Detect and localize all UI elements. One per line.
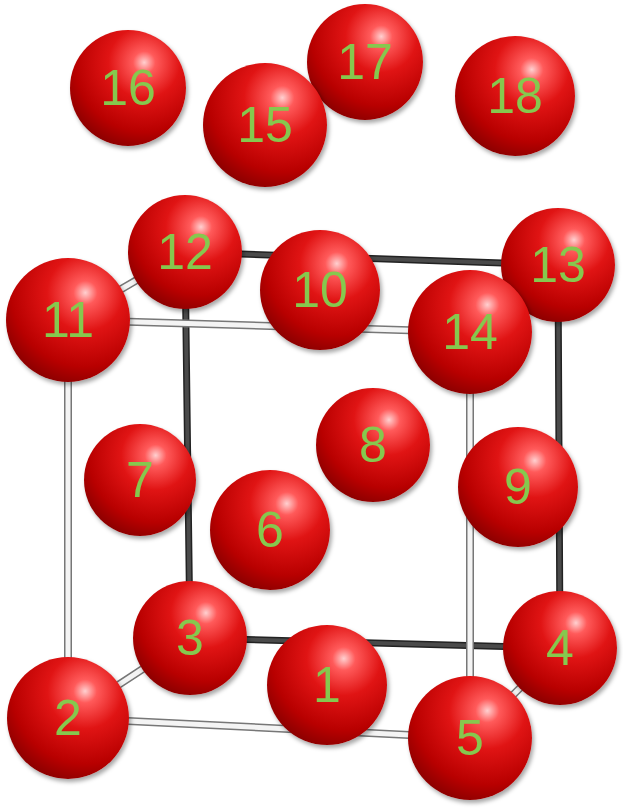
atom-number: 15	[237, 100, 293, 150]
atom-number: 9	[504, 462, 532, 512]
atom-number: 6	[256, 505, 284, 555]
edge-outline	[186, 308, 190, 582]
atom-number: 18	[487, 71, 543, 121]
atom-number: 1	[313, 660, 341, 710]
atom-number: 10	[292, 265, 348, 315]
atom-sphere: 9	[458, 427, 578, 547]
atom-sphere: 12	[128, 195, 242, 309]
atom-sphere: 1	[267, 625, 387, 745]
atom-number: 17	[337, 37, 393, 87]
atom-sphere: 18	[455, 36, 575, 156]
edge-core	[468, 393, 473, 677]
atom-number: 12	[157, 227, 213, 277]
edge-core	[66, 381, 71, 658]
edge-outline	[64, 381, 72, 658]
atom-number: 4	[546, 623, 574, 673]
cell-edge	[118, 669, 143, 686]
atom-sphere: 10	[260, 230, 380, 350]
atom-sphere: 3	[133, 581, 247, 695]
cell-edge	[121, 280, 137, 289]
atom-sphere: 8	[316, 388, 430, 502]
atom-number: 8	[359, 420, 387, 470]
atom-number: 3	[176, 613, 204, 663]
atom-sphere: 7	[84, 424, 196, 536]
atom-number: 2	[54, 693, 82, 743]
cell-edge	[68, 381, 69, 658]
edge-outline	[118, 669, 143, 686]
edge-core	[121, 280, 137, 289]
atom-sphere: 11	[6, 258, 130, 382]
atom-number: 7	[126, 455, 154, 505]
atom-number: 11	[42, 295, 94, 345]
atom-sphere: 16	[70, 30, 186, 146]
edge-core	[118, 669, 143, 686]
edge-outline	[121, 280, 137, 289]
atom-sphere: 2	[7, 657, 129, 779]
edge-outline	[466, 393, 474, 677]
cell-edge	[186, 308, 190, 582]
atom-sphere: 6	[210, 470, 330, 590]
atom-number: 16	[100, 63, 156, 113]
atom-number: 14	[442, 307, 498, 357]
atom-number: 13	[530, 240, 586, 290]
atom-sphere: 17	[307, 4, 423, 120]
atom-sphere: 5	[408, 676, 532, 800]
cell-edge	[470, 393, 471, 677]
edge-core	[186, 308, 190, 582]
atom-number: 5	[456, 713, 484, 763]
atom-sphere: 15	[203, 63, 327, 187]
atom-sphere: 4	[503, 591, 617, 705]
atom-sphere: 14	[408, 270, 532, 394]
